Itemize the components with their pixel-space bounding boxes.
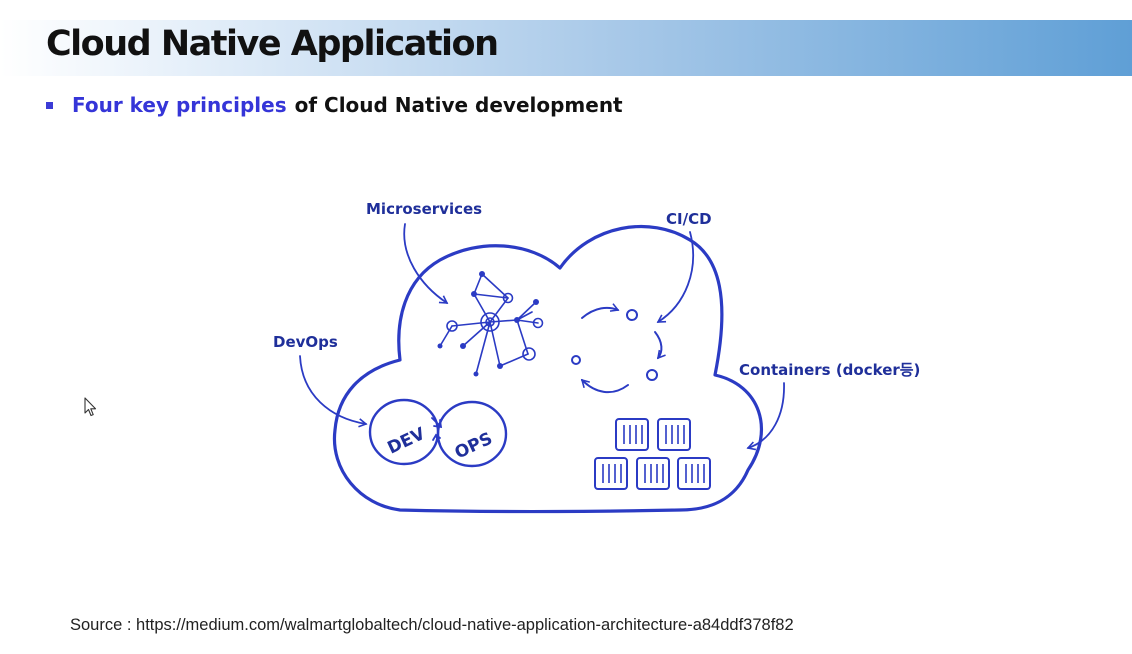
slide-title: Cloud Native Application — [46, 24, 499, 64]
label-containers: Containers (docker등) — [739, 361, 920, 379]
container-box — [615, 418, 649, 451]
mouse-cursor-icon — [84, 397, 97, 417]
microservices-arrow — [403, 223, 449, 304]
cicd-node — [626, 309, 638, 321]
label-cicd: CI/CD — [666, 210, 712, 228]
cicd-node — [646, 369, 658, 381]
cicd-cycle-arrow-top — [581, 303, 620, 319]
bullet-point: Four key principles of Cloud Native deve… — [46, 90, 623, 120]
microservices-network — [439, 273, 544, 375]
label-devops: DevOps — [273, 333, 338, 351]
microservices-dots — [437, 271, 539, 377]
cicd-arrow — [656, 231, 694, 323]
container-stripes — [602, 425, 705, 483]
container-box — [594, 457, 628, 490]
bullet-highlight: Four key principles — [72, 93, 287, 117]
cicd-node — [571, 355, 581, 365]
container-box — [677, 457, 711, 490]
source-citation: Source : https://medium.com/walmartgloba… — [70, 616, 794, 634]
ops-circle — [436, 400, 508, 468]
dev-ops-arrow — [431, 417, 441, 427]
cicd-cycle-arrow-right — [654, 331, 666, 360]
ops-label: OPS — [452, 429, 496, 464]
cloud-outline — [332, 224, 764, 514]
container-stack — [594, 418, 711, 490]
cicd-cycle-arrow-bottom — [580, 378, 629, 394]
container-box — [636, 457, 670, 490]
container-box — [657, 418, 691, 451]
containers-arrow — [746, 382, 785, 451]
dev-label: DEV — [385, 424, 429, 459]
ops-dev-arrow — [435, 435, 441, 445]
devops-arrow — [299, 355, 368, 428]
bullet-text: of Cloud Native development — [294, 93, 623, 117]
bullet-square-icon — [46, 101, 53, 109]
title-bar — [0, 20, 1132, 76]
label-microservices: Microservices — [366, 200, 482, 218]
